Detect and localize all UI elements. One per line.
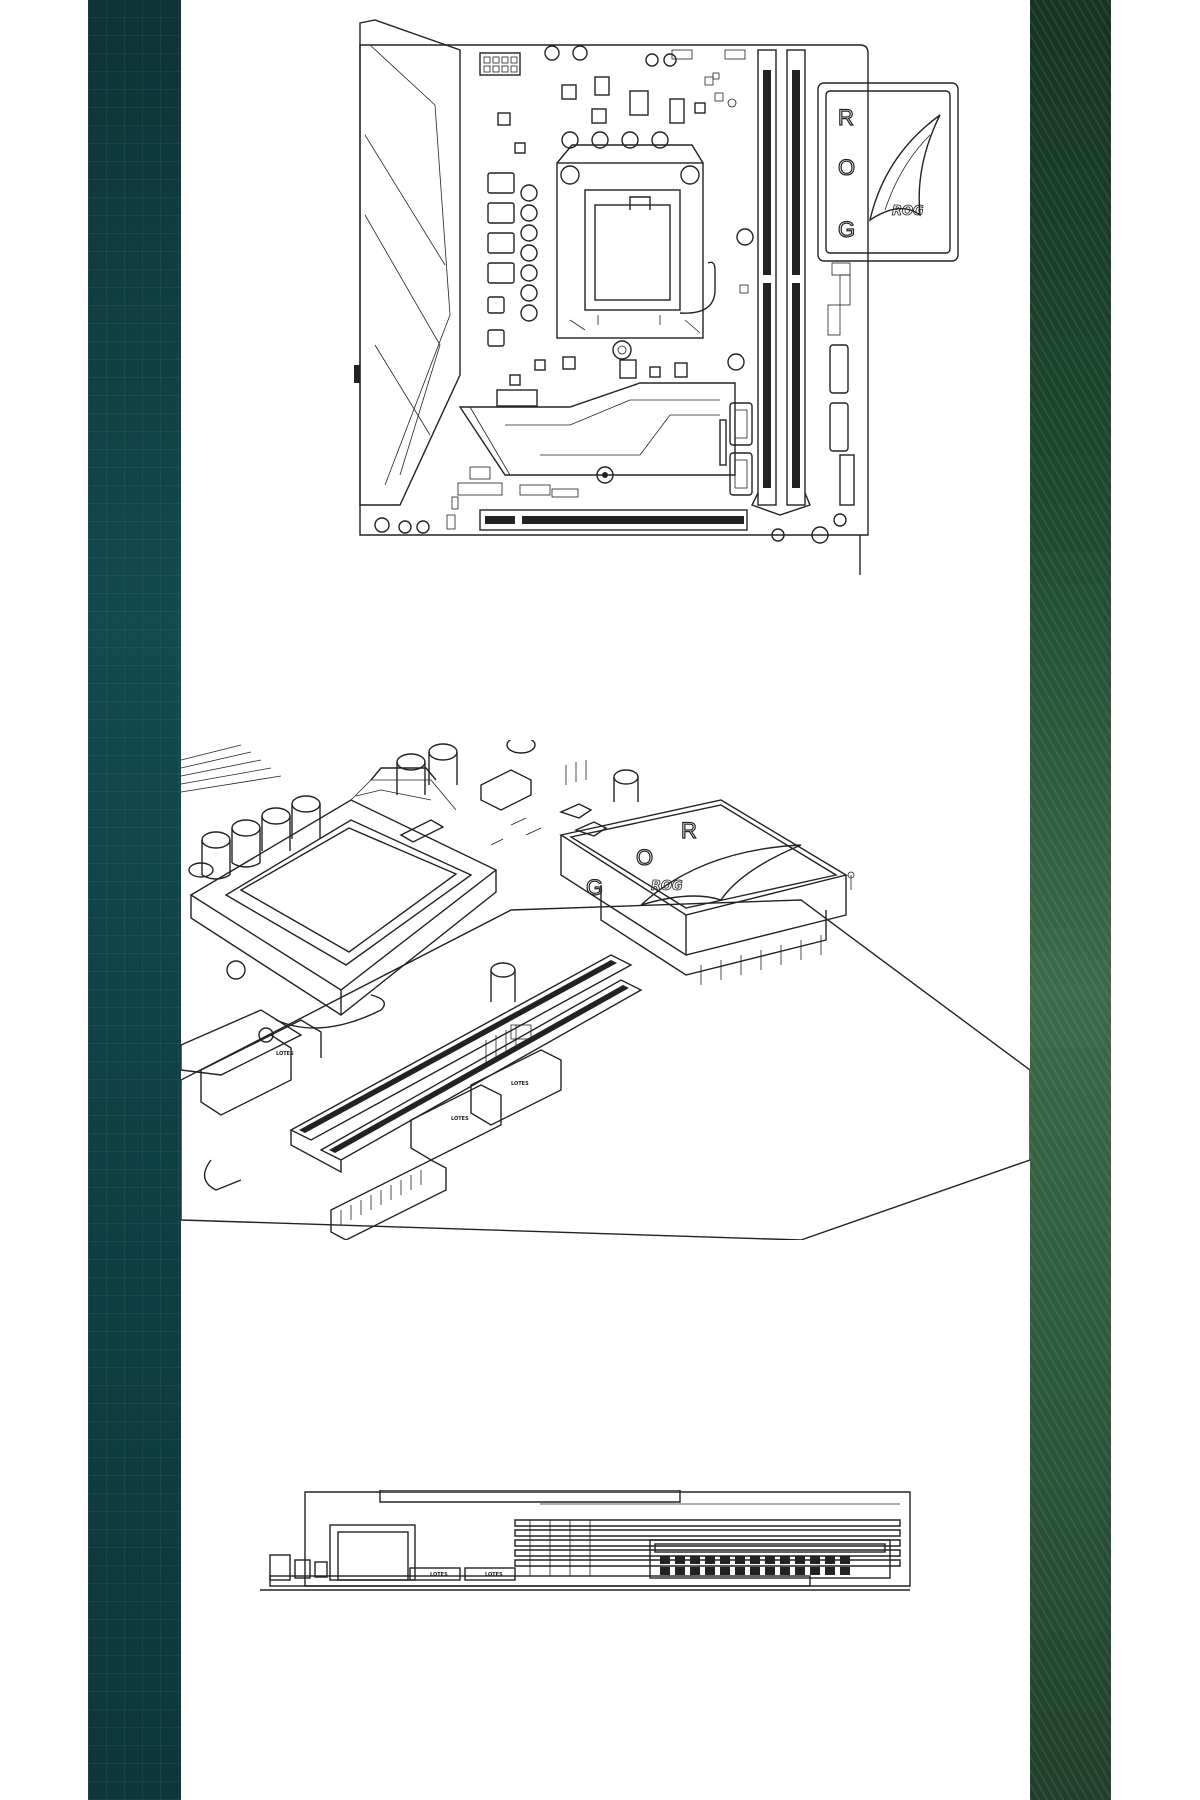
right-margin (1111, 0, 1200, 1800)
rog-logo-text-3d: ROG (651, 879, 683, 894)
right-decorative-band (1030, 0, 1111, 1800)
side-sata-label-2: LOTES (485, 1572, 503, 1578)
motherboard-side-view: LOTES LOTES (260, 1490, 920, 1600)
isometric-drawing: LOTES LOTES LOTES (181, 740, 1030, 1240)
side-sata-label-1: LOTES (430, 1572, 448, 1578)
side-view-drawing: LOTES LOTES (260, 1490, 911, 1591)
badge-letter-o: O (838, 155, 855, 180)
capacitors (188, 740, 639, 1002)
dimm-slots-3d (203, 954, 643, 1191)
badge-letter-g: G (838, 217, 855, 242)
motherboard-top-view: R O G ROG (340, 15, 960, 585)
badge-letter-r: R (838, 105, 854, 130)
left-margin (0, 0, 88, 1800)
top-view-drawing: R O G ROG (354, 19, 959, 575)
sata-label-3: LOTES (511, 1081, 529, 1087)
badge-letter-o-3d: O (636, 845, 653, 870)
left-decorative-band (88, 0, 181, 1800)
cpu-socket (556, 144, 716, 360)
sata-ports: LOTES LOTES LOTES (200, 1019, 562, 1161)
dimm-slots (751, 49, 811, 516)
vrm-chokes (487, 172, 538, 347)
cpu-socket-3d (189, 767, 498, 1029)
badge-letter-g-3d: G (586, 875, 603, 900)
rog-heatsink-top: R O G ROG (817, 82, 959, 262)
sata-label-2: LOTES (451, 1116, 469, 1122)
vrm-heatsink (181, 744, 282, 793)
sata-label-1: LOTES (276, 1051, 294, 1057)
badge-letter-r-3d: R (681, 818, 697, 843)
chipset-heatsink (458, 382, 736, 484)
rog-logo-text: ROG (892, 204, 924, 219)
rog-heatsink-3d: R O G ROG (559, 799, 848, 985)
pin-headers (485, 1024, 532, 1065)
motherboard-isometric-view: LOTES LOTES LOTES (181, 740, 1030, 1240)
pcie-slot (479, 509, 748, 531)
